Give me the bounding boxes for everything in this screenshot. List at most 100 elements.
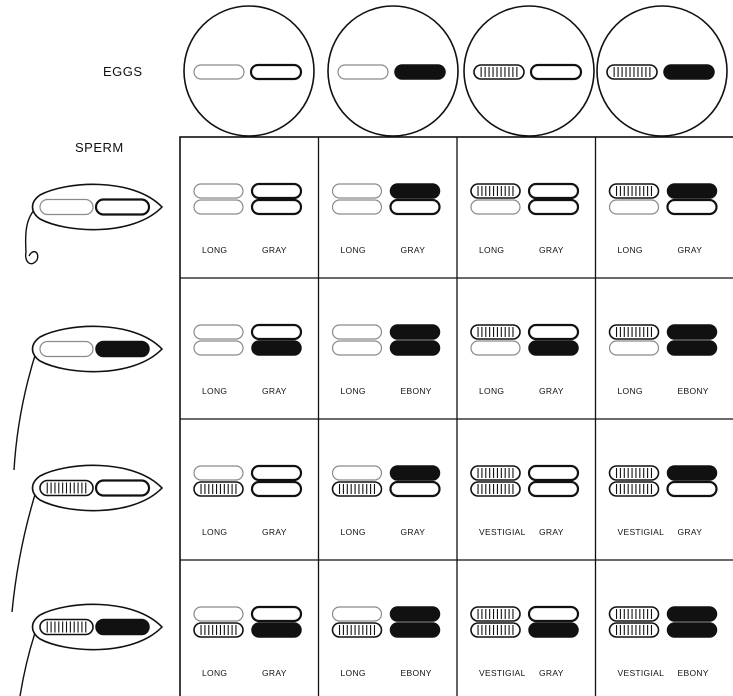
- sperm-label: SPERM: [75, 140, 124, 155]
- egg-outline: [183, 5, 315, 137]
- wing-phenotype-label: LONG: [341, 668, 366, 678]
- long-chromosome: [193, 340, 244, 356]
- ebony-chromosome: [666, 622, 718, 638]
- long-chromosome: [337, 64, 389, 80]
- long-chromosome: [193, 199, 244, 215]
- vestigial-chromosome: [470, 481, 521, 497]
- body-phenotype-label: GRAY: [401, 527, 426, 537]
- offspring-cell: LONG EBONY: [608, 324, 718, 396]
- offspring-cell: LONG GRAY: [193, 182, 303, 255]
- ebony-chromosome: [666, 465, 718, 481]
- vestigial-chromosome: [193, 481, 244, 497]
- vestigial-chromosome: [608, 606, 660, 622]
- gray-chromosome: [250, 323, 303, 341]
- egg-outline: [327, 5, 459, 137]
- vestigial-chromosome: [193, 622, 244, 638]
- body-phenotype-label: GRAY: [678, 527, 703, 537]
- gray-chromosome: [529, 63, 583, 81]
- vestigial-chromosome: [608, 622, 660, 638]
- ebony-chromosome: [528, 340, 579, 356]
- sperm-cell: [11, 464, 164, 613]
- wing-phenotype-label: LONG: [202, 527, 227, 537]
- eggs-label: EGGS: [103, 64, 143, 79]
- eggs-row: [183, 5, 728, 137]
- punnett-grid: LONG GRAY LONG GRAY LONG GRAY LONG GRAY LONG GRAY…: [179, 136, 733, 696]
- gray-chromosome: [666, 480, 718, 498]
- ebony-chromosome: [666, 183, 718, 199]
- sperm-column: [11, 183, 164, 696]
- vestigial-chromosome: [470, 606, 521, 622]
- sperm-tail: [13, 348, 38, 471]
- vestigial-chromosome: [470, 622, 521, 638]
- long-chromosome: [470, 199, 521, 215]
- sperm-tail: [19, 626, 38, 696]
- ebony-chromosome: [528, 622, 579, 638]
- body-phenotype-label: EBONY: [401, 386, 432, 396]
- long-chromosome: [39, 198, 94, 216]
- body-phenotype-label: EBONY: [678, 668, 709, 678]
- sperm-cell: [13, 325, 164, 471]
- wing-phenotype-label: LONG: [341, 386, 366, 396]
- gray-chromosome: [94, 479, 151, 497]
- gray-chromosome: [527, 464, 580, 482]
- ebony-chromosome: [666, 606, 718, 622]
- egg-cell: [327, 5, 459, 137]
- gray-chromosome: [527, 480, 580, 498]
- gray-chromosome: [249, 63, 303, 81]
- egg-cell: [596, 5, 728, 137]
- long-chromosome: [470, 340, 521, 356]
- offspring-cell: LONG EBONY: [331, 324, 441, 396]
- ebony-chromosome: [251, 340, 302, 356]
- wing-phenotype-label: LONG: [618, 245, 643, 255]
- ebony-chromosome: [389, 183, 441, 199]
- ebony-chromosome: [666, 340, 718, 356]
- wing-phenotype-label: LONG: [618, 386, 643, 396]
- wing-phenotype-label: VESTIGIAL: [479, 527, 526, 537]
- gray-chromosome: [250, 182, 303, 200]
- gray-chromosome: [527, 198, 580, 216]
- vestigial-chromosome: [470, 183, 521, 199]
- long-chromosome: [608, 199, 660, 215]
- ebony-chromosome: [251, 622, 302, 638]
- vestigial-chromosome: [331, 622, 383, 638]
- long-chromosome: [193, 465, 244, 481]
- body-phenotype-label: GRAY: [539, 245, 564, 255]
- body-phenotype-label: GRAY: [262, 245, 287, 255]
- offspring-cell: LONG GRAY: [331, 465, 441, 537]
- vestigial-chromosome: [608, 465, 660, 481]
- vestigial-chromosome: [608, 183, 660, 199]
- egg-cell: [183, 5, 315, 137]
- ebony-chromosome: [95, 340, 150, 358]
- body-phenotype-label: GRAY: [539, 527, 564, 537]
- long-chromosome: [39, 340, 94, 358]
- wing-phenotype-label: LONG: [341, 527, 366, 537]
- body-phenotype-label: GRAY: [678, 245, 703, 255]
- body-phenotype-label: GRAY: [262, 386, 287, 396]
- gray-chromosome: [250, 464, 303, 482]
- wing-phenotype-label: VESTIGIAL: [479, 668, 526, 678]
- ebony-chromosome: [394, 64, 446, 80]
- gray-chromosome: [527, 605, 580, 623]
- long-chromosome: [608, 340, 660, 356]
- vestigial-chromosome: [331, 481, 383, 497]
- body-phenotype-label: GRAY: [539, 668, 564, 678]
- vestigial-chromosome: [608, 324, 660, 340]
- gray-chromosome: [250, 198, 303, 216]
- ebony-chromosome: [389, 340, 441, 356]
- long-chromosome: [331, 183, 383, 199]
- ebony-chromosome: [389, 324, 441, 340]
- long-chromosome: [193, 183, 244, 199]
- wing-phenotype-label: LONG: [479, 245, 504, 255]
- egg-cell: [463, 5, 595, 137]
- body-phenotype-label: EBONY: [678, 386, 709, 396]
- egg-outline: [463, 5, 595, 137]
- wing-phenotype-label: LONG: [202, 245, 227, 255]
- gray-chromosome: [666, 198, 718, 216]
- offspring-cell: LONG GRAY: [608, 183, 718, 255]
